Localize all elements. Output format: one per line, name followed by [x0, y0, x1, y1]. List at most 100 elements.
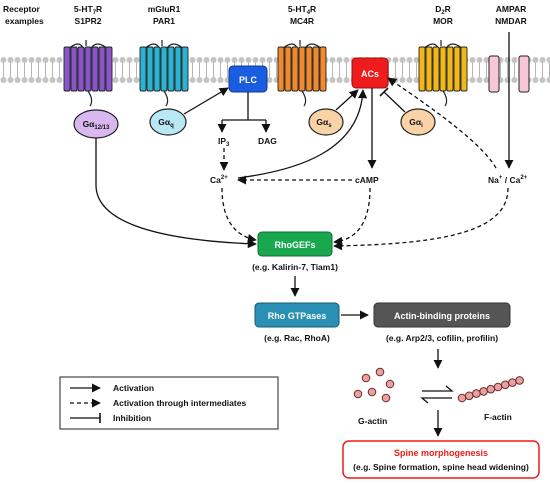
camp-label: cAMP	[355, 175, 379, 185]
gpcr-receptor-5ht4r	[277, 40, 327, 107]
dag-label: DAG	[258, 136, 277, 146]
galpha-i-protein	[400, 108, 436, 136]
legend-intermediate-text: Activation through intermediates	[113, 398, 246, 408]
arrow-na-ca-to-acs	[387, 77, 497, 169]
na-ca-label: Na+ / Ca2+	[488, 175, 528, 185]
adenylyl-cyclase	[351, 57, 389, 89]
f-actin-subunit	[515, 376, 524, 385]
rhogefs-label: RhoGEFs	[274, 240, 315, 250]
transmembrane-helix	[70, 46, 78, 92]
arrow-g1213-to-rhogefs	[95, 138, 257, 249]
receptor-examples-label-2: examples	[5, 16, 44, 26]
transmembrane-helix	[425, 46, 433, 92]
ip3-label: IP3	[218, 136, 230, 148]
receptor-label-3b: MC4R	[290, 16, 314, 26]
receptor-label-2b: PAR1	[153, 16, 175, 26]
f-actin-subunit	[500, 380, 510, 390]
rhogefs-node	[257, 231, 333, 257]
receptor-label-1a: 5-HT7R	[74, 4, 102, 16]
transmembrane-helix	[319, 46, 327, 92]
inhibit-bar	[379, 87, 389, 97]
legend-inhibition-text: Inhibition	[113, 413, 151, 423]
transmembrane-helix	[298, 46, 306, 92]
transmembrane-helix	[167, 46, 175, 92]
f-actin-subunit	[508, 378, 517, 387]
rhogtpases-label: Rho GTPases	[268, 311, 327, 321]
transmembrane-helix	[418, 46, 426, 92]
arrow-naca-to-rhogefs	[333, 187, 509, 251]
f-actin-subunit	[493, 382, 503, 392]
receptor-intracellular-tail	[442, 90, 448, 107]
galpha-s-protein	[308, 108, 344, 136]
arrow-gq-to-plc	[183, 87, 229, 115]
actin-binding-node	[373, 302, 511, 328]
transmembrane-helix	[63, 46, 71, 92]
transmembrane-helix	[446, 46, 454, 92]
transmembrane-helix	[432, 46, 440, 92]
ca-label: Ca2+	[210, 175, 228, 185]
plc-label: PLC	[239, 75, 258, 85]
arrow-ca-to-rhogefs	[221, 187, 257, 243]
spine-morphogenesis-example: (e.g. Spine formation, spine head wideni…	[353, 462, 529, 472]
gpcr-receptor-mglur1	[139, 40, 189, 107]
inhibit-gi-to-acs	[383, 91, 406, 113]
galpha-s-label: Gαs	[316, 117, 332, 129]
f-actin-subunit	[457, 393, 467, 403]
transmembrane-helix	[160, 46, 168, 92]
receptor-examples-label: Receptor	[3, 4, 41, 14]
gpcr-receptor-5ht7r	[63, 40, 113, 107]
galpha-q-label: Gαq	[158, 117, 174, 129]
g-actin-monomer	[385, 379, 395, 389]
galpha-12-13-label: Gα12/13	[83, 119, 111, 131]
transmembrane-helix	[277, 46, 285, 92]
transmembrane-helix	[146, 46, 154, 92]
receptor-label-4b: MOR	[433, 16, 453, 26]
ion-channel-ampar	[488, 55, 530, 93]
spine-morphogenesis-title: Spine morphogenesis	[394, 448, 488, 458]
transmembrane-helix	[174, 46, 182, 92]
g-actin-monomer	[361, 373, 371, 383]
receptor-intracellular-tail	[87, 90, 93, 107]
transmembrane-helix	[439, 46, 447, 92]
arrow-gs-to-acs	[335, 89, 359, 111]
f-actin-subunit	[464, 391, 474, 401]
transmembrane-helix	[139, 46, 147, 92]
legend-activation-text: Activation	[113, 383, 154, 393]
transmembrane-helix	[312, 46, 320, 92]
transmembrane-helix	[291, 46, 299, 92]
receptor-label-5a: AMPAR	[496, 4, 527, 14]
g-actin-label: G-actin	[358, 416, 387, 426]
transmembrane-helix	[460, 46, 468, 92]
plc-split-line	[222, 92, 266, 121]
acs-label: ACs	[361, 69, 379, 79]
arrow-camp-to-rhogefs	[333, 187, 371, 246]
transmembrane-helix	[77, 46, 85, 92]
actin-binding-label: Actin-binding proteins	[394, 311, 490, 321]
transmembrane-helix	[98, 46, 106, 92]
receptor-intracellular-tail	[301, 90, 307, 107]
f-actin-label: F-actin	[484, 412, 512, 422]
transmembrane-helix	[153, 46, 161, 92]
receptor-intracellular-tail	[163, 90, 169, 107]
gpcr-receptor-d2r	[418, 40, 468, 107]
g-actin-monomer	[375, 367, 385, 377]
transmembrane-helix	[181, 46, 189, 92]
actin-binding-example: (e.g. Arp2/3, cofilin, profilin)	[386, 333, 498, 343]
receptor-label-5b: NMDAR	[495, 16, 527, 26]
transmembrane-helix	[305, 46, 313, 92]
spine-morphogenesis-box	[342, 440, 540, 479]
f-actin-subunit	[479, 387, 488, 396]
rhogtpases-node	[254, 302, 340, 328]
receptor-label-1b: S1PR2	[75, 16, 102, 26]
receptor-label-2a: mGluR1	[148, 4, 181, 14]
galpha-i-label: Gαi	[409, 117, 423, 129]
arrow-ca-to-acs	[237, 89, 368, 179]
f-actin-subunit	[472, 389, 481, 398]
transmembrane-helix	[84, 46, 92, 92]
rhogtpases-example: (e.g. Rac, RhoA)	[264, 333, 330, 343]
transmembrane-helix	[453, 46, 461, 92]
galpha-q-protein	[149, 108, 187, 136]
f-actin-filament	[457, 376, 524, 403]
